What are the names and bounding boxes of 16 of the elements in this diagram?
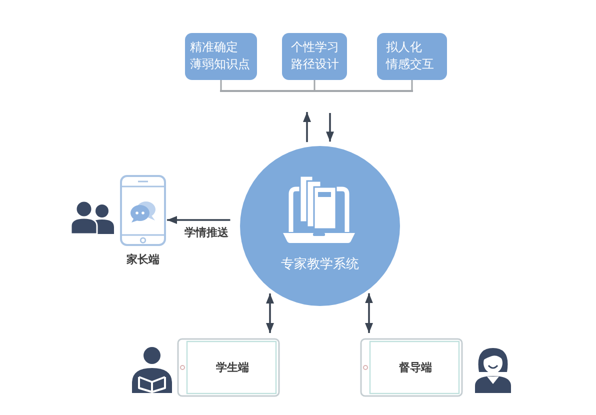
device-label: 督导端: [399, 360, 432, 374]
arrow: [303, 112, 311, 142]
connector-line: [314, 80, 316, 90]
edge-label: 学情推送: [182, 226, 231, 240]
connector-line: [411, 80, 413, 90]
system-label: 专家教学系统: [281, 257, 359, 273]
arrow: [326, 113, 334, 142]
device-label: 学生端: [216, 360, 249, 374]
feature-box: 个性学习路径设计: [282, 33, 347, 80]
connector-line: [220, 80, 222, 90]
feature-box: 拟人化情感交互: [377, 33, 447, 80]
double-arrow: [266, 293, 274, 333]
device-label: 家长端: [126, 253, 160, 267]
feature-box: 精准确定薄弱知识点: [185, 33, 257, 80]
arrow: [167, 216, 230, 224]
double-arrow: [365, 293, 373, 333]
